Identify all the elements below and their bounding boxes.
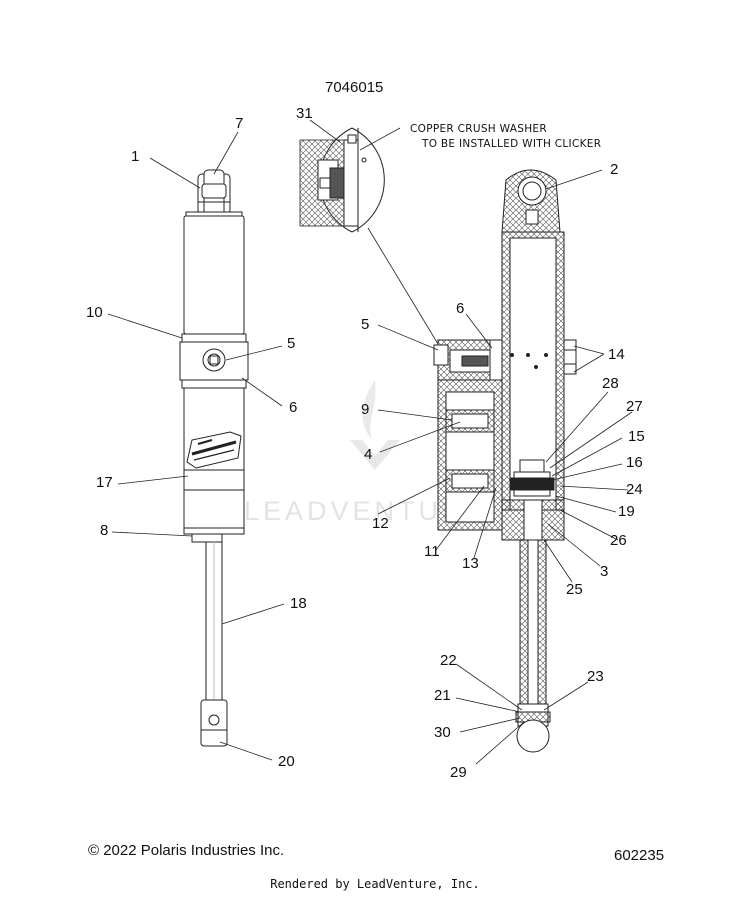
callout-23: 23	[587, 668, 604, 685]
part-number: 7046015	[325, 79, 383, 96]
callout-4: 4	[364, 446, 372, 463]
callout-leaders	[107, 119, 633, 765]
callout-31: 31	[296, 105, 313, 122]
callout-29: 29	[450, 764, 467, 781]
callout-5-right: 5	[361, 316, 369, 333]
callout-20: 20	[278, 753, 295, 770]
copyright-text: © 2022 Polaris Industries Inc.	[88, 842, 285, 859]
callout-12: 12	[372, 515, 389, 532]
callout-22: 22	[440, 652, 457, 669]
callout-17: 17	[96, 474, 113, 491]
callout-9: 9	[361, 401, 369, 418]
callout-3: 3	[600, 563, 608, 580]
figure-number: 602235	[614, 847, 665, 864]
callout-7: 7	[235, 115, 243, 132]
right-shock-cutaway	[433, 169, 577, 753]
callout-6-right: 6	[456, 300, 464, 317]
callout-30: 30	[434, 724, 451, 741]
callout-1: 1	[131, 148, 139, 165]
callout-labels: 1 7 10 5 6 17 8 18 20 31 COPPER CRUSH WA…	[86, 105, 645, 781]
callout-13: 13	[462, 555, 479, 572]
callout-5-left: 5	[287, 335, 295, 352]
clicker-detail-view	[299, 127, 385, 233]
callout-25: 25	[566, 581, 583, 598]
callout-8: 8	[100, 522, 108, 539]
callout-14: 14	[608, 346, 625, 363]
callout-26: 26	[610, 532, 627, 549]
callout-11: 11	[424, 543, 440, 560]
callout-2: 2	[610, 161, 618, 178]
callout-6-left: 6	[289, 399, 297, 416]
note-line-2: TO BE INSTALLED WITH CLICKER	[421, 138, 601, 150]
callout-24: 24	[626, 481, 643, 498]
left-shock-exterior	[179, 169, 249, 747]
callout-27: 27	[626, 398, 643, 415]
note-line-1: COPPER CRUSH WASHER	[410, 123, 547, 135]
rendered-by-text: Rendered by LeadVenture, Inc.	[270, 877, 480, 891]
callout-19: 19	[618, 503, 635, 520]
callout-15: 15	[628, 428, 645, 445]
callout-21: 21	[434, 687, 451, 704]
callout-28: 28	[602, 375, 619, 392]
callout-10: 10	[86, 304, 103, 321]
watermark-logo	[350, 380, 400, 470]
callout-16: 16	[626, 454, 643, 471]
callout-18: 18	[290, 595, 307, 612]
